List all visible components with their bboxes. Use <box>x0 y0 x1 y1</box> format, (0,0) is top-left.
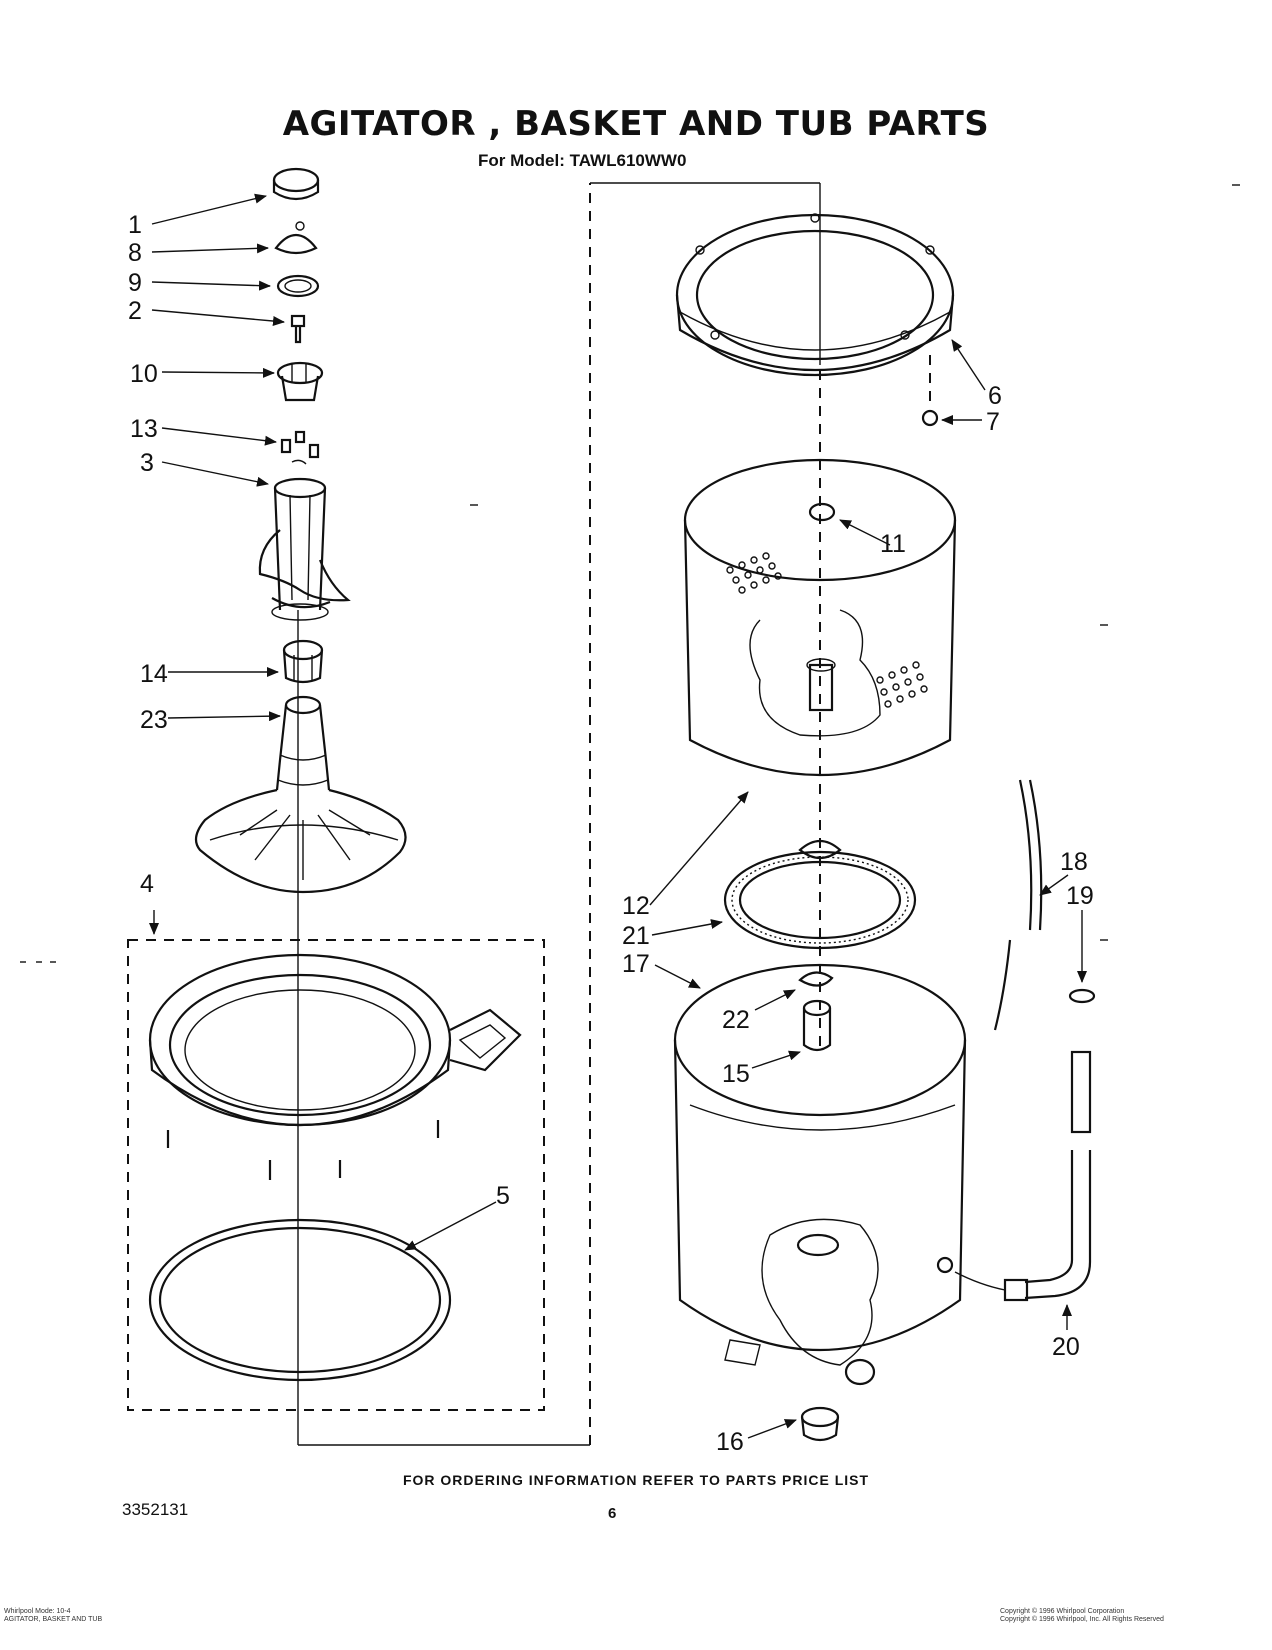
balance-ring <box>675 213 955 377</box>
callout-22: 22 <box>722 1006 750 1034</box>
callout-23: 23 <box>140 706 168 734</box>
callout-6: 6 <box>988 382 1002 410</box>
callout-21: 21 <box>622 922 650 950</box>
agitator-cap <box>272 167 320 201</box>
callout-12: 12 <box>622 892 650 920</box>
assembly-4-box <box>127 939 545 1411</box>
callout-17: 17 <box>622 950 650 978</box>
callout-2: 2 <box>128 297 142 325</box>
agitator-cam <box>274 221 318 255</box>
callout-11: 11 <box>880 530 906 558</box>
fine-print-left-2: AGITATOR, BASKET AND TUB <box>4 1616 103 1623</box>
model-line: For Model: TAWL610WW0 <box>478 151 687 170</box>
agitator-bolt <box>290 314 306 344</box>
page-number: 6 <box>608 1505 617 1522</box>
tub-ring <box>148 953 522 1180</box>
dogs <box>280 430 320 465</box>
balance-ring-screw <box>921 409 939 427</box>
drain-hose <box>954 1050 1092 1302</box>
overflow-hose <box>993 779 1043 1031</box>
callout-8: 8 <box>128 239 142 267</box>
ordering-note: FOR ORDERING INFORMATION REFER TO PARTS … <box>402 1472 870 1488</box>
callout-3: 3 <box>140 449 154 477</box>
seal-ring <box>276 274 320 298</box>
callout-13: 13 <box>130 415 158 443</box>
tub-seal <box>148 1218 452 1382</box>
callout-20: 20 <box>1052 1333 1080 1361</box>
tub-hub-nut <box>802 999 832 1052</box>
document-number: 3352131 <box>122 1500 189 1519</box>
basket-drive-hub <box>798 839 842 860</box>
fine-print-right-2: Copyright © 1996 Whirlpool, Inc. All Rig… <box>1000 1616 1164 1623</box>
spanner-nut <box>798 971 834 987</box>
agitator-body <box>258 477 351 621</box>
callout-14: 14 <box>140 660 168 688</box>
agitator-coupling <box>282 639 324 684</box>
hose-clamp <box>1068 988 1096 1004</box>
callout-10: 10 <box>130 360 158 388</box>
callout-5: 5 <box>496 1182 510 1210</box>
callout-18: 18 <box>1060 848 1088 876</box>
callout-4: 4 <box>140 870 154 898</box>
outer-tub <box>673 963 967 1386</box>
drain-hose-nut <box>800 1406 840 1442</box>
basket <box>683 458 957 776</box>
basket-perforations <box>726 552 928 708</box>
fine-print-right-1: Copyright © 1996 Whirlpool Corporation <box>1000 1608 1125 1615</box>
tub-seal-ring-gear <box>723 850 917 950</box>
dog-ears-cam <box>276 361 324 402</box>
drive-hub-base <box>194 788 407 894</box>
callout-labels: 1 8 9 2 10 13 3 14 23 4 5 6 7 11 12 21 1… <box>128 211 1094 1456</box>
callout-1: 1 <box>128 211 142 239</box>
callout-15: 15 <box>722 1060 750 1088</box>
callout-9: 9 <box>128 269 142 297</box>
page-title: AGITATOR , BASKET AND TUB PARTS <box>282 104 990 144</box>
callout-16: 16 <box>716 1428 744 1456</box>
fine-print-left-1: Whirlpool Mode: 10-4 <box>4 1608 71 1615</box>
callout-7: 7 <box>986 408 1000 436</box>
callout-19: 19 <box>1066 882 1094 910</box>
drive-block-and-spindle <box>275 695 331 791</box>
leader-lines <box>149 193 1087 1439</box>
assembly-lines <box>20 182 1240 1446</box>
